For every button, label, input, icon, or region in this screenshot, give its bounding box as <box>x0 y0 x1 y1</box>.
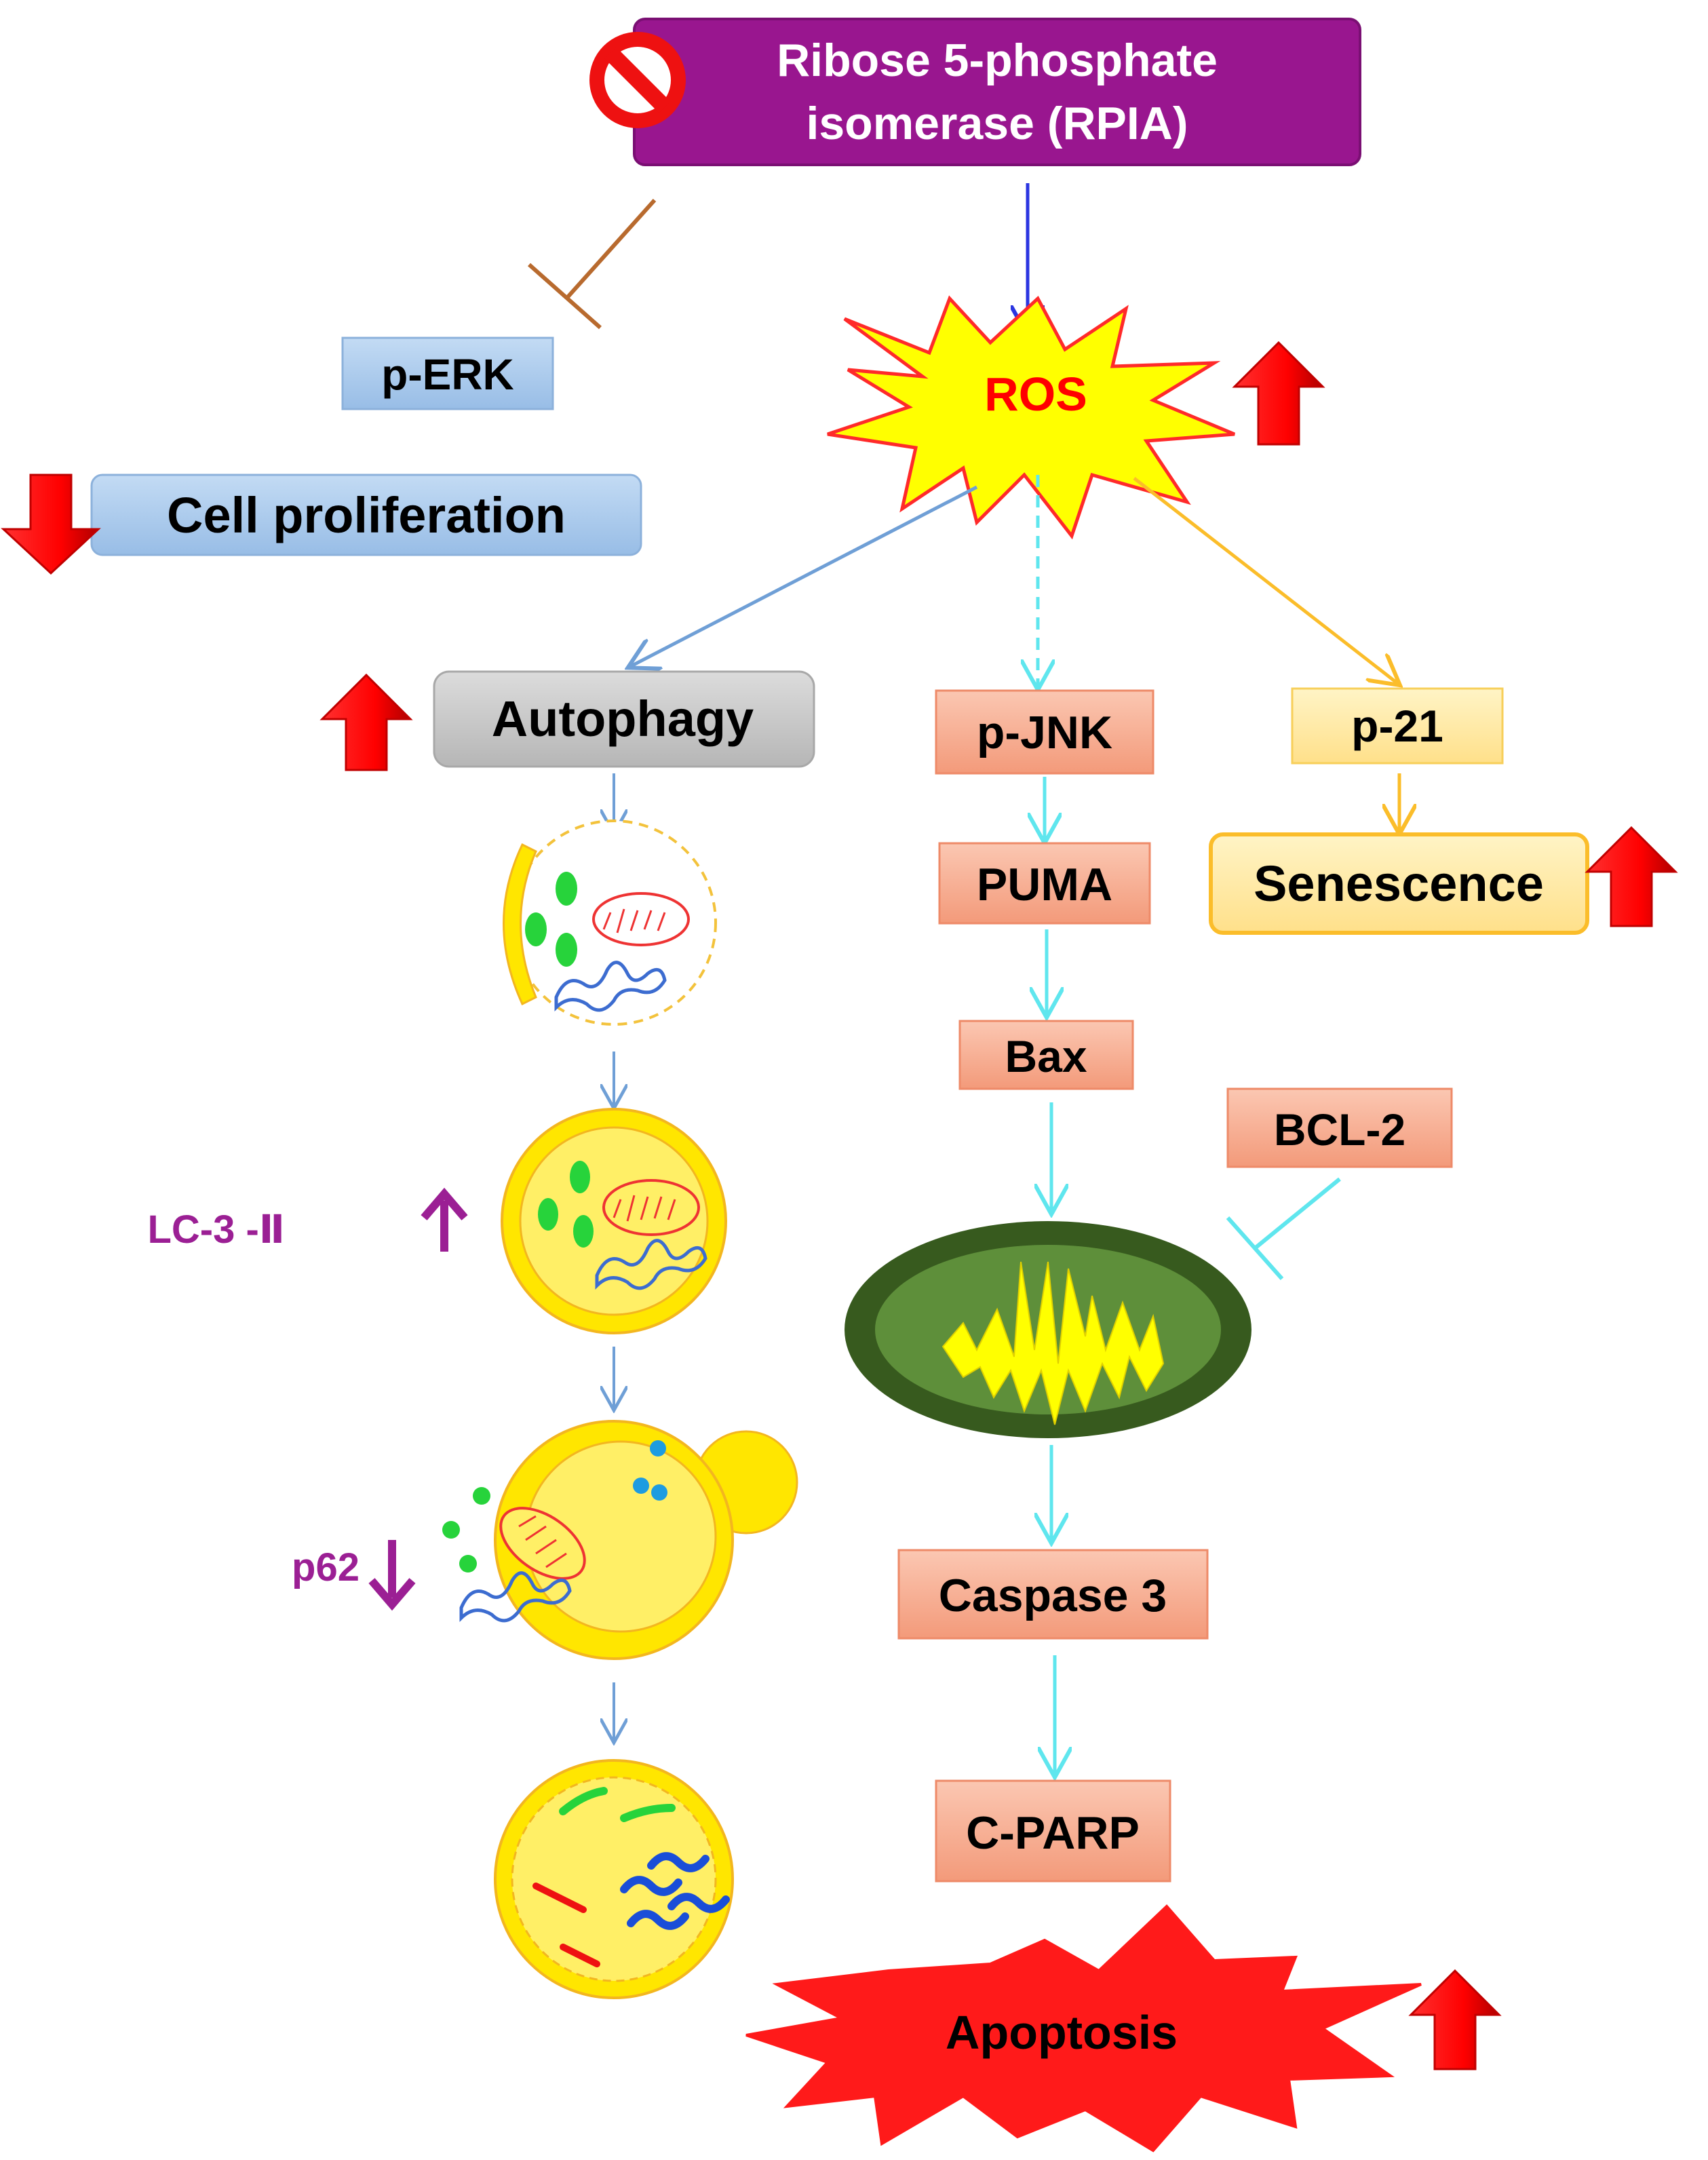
p62-marker-label: p62 <box>292 1545 360 1589</box>
mitochondrion-icon <box>845 1221 1251 1438</box>
rpia-label-line2: isomerase (RPIA) <box>806 98 1188 149</box>
ros-up-arrow-icon <box>1232 341 1325 446</box>
p62-down-arrow-icon <box>368 1540 416 1611</box>
bcl2-label: BCL-2 <box>1274 1104 1405 1155</box>
senescence-label: Senescence <box>1254 855 1544 912</box>
cell-proliferation-down-arrow-icon <box>1 474 101 575</box>
puma-node: PUMA <box>938 842 1151 925</box>
caspase3-box <box>897 1549 1209 1640</box>
caspase3-label: Caspase 3 <box>939 1570 1167 1621</box>
autophagy-node: Autophagy <box>433 670 815 768</box>
bax-label: Bax <box>1005 1031 1087 1081</box>
phagophore-cell-icon <box>503 819 717 1026</box>
senescence-box <box>1209 832 1589 935</box>
ros-starburst <box>827 295 1235 540</box>
rpia-label-line1: Ribose 5-phosphate <box>777 35 1218 86</box>
cparp-box <box>935 1779 1171 1883</box>
apoptosis-label: Apoptosis <box>946 2006 1178 2059</box>
rpia-inhibits-perk <box>528 198 657 330</box>
bcl2-node: BCL-2 <box>1226 1087 1453 1168</box>
perk-label: p-ERK <box>381 350 514 399</box>
pjnk-label: p-JNK <box>977 707 1112 758</box>
ros-label: ROS <box>984 368 1087 421</box>
apoptosis-up-arrow-icon <box>1408 1969 1502 2070</box>
perk-node: p-ERK <box>341 336 554 410</box>
cparp-node: C-PARP <box>935 1779 1171 1883</box>
apoptosis-node: Apoptosis <box>745 1904 1422 2153</box>
pjnk-box <box>935 689 1154 775</box>
autophagosome-cell-icon <box>501 1108 727 1334</box>
apoptosis-starburst <box>745 1904 1422 2153</box>
cell-proliferation-box <box>90 474 642 556</box>
autolysosome-cell-icon <box>442 1420 798 1660</box>
autophagy-box <box>433 670 815 768</box>
cell-proliferation-label: Cell proliferation <box>167 487 566 543</box>
pjnk-node: p-JNK <box>935 689 1154 775</box>
ros-to-autophagy-arrow <box>631 485 978 666</box>
lc3-marker-label: LC-3 -Ⅱ <box>147 1208 285 1252</box>
puma-label: PUMA <box>977 859 1112 910</box>
rpia-node: Ribose 5-phosphate isomerase (RPIA) <box>633 18 1361 166</box>
ros-node: ROS <box>827 295 1235 540</box>
lc3-up-arrow-icon <box>421 1187 468 1252</box>
autophagy-label: Autophagy <box>492 691 754 747</box>
bax-node: Bax <box>958 1020 1134 1090</box>
perk-box <box>341 336 554 410</box>
degradation-cell-icon <box>494 1759 734 1999</box>
cell-proliferation-node: Cell proliferation <box>90 474 642 556</box>
p21-node: p-21 <box>1291 687 1504 765</box>
p21-box <box>1291 687 1504 765</box>
caspase3-node: Caspase 3 <box>897 1549 1209 1640</box>
p21-label: p-21 <box>1351 701 1443 751</box>
puma-box <box>938 842 1151 925</box>
ros-to-p21-arrow <box>1133 477 1397 683</box>
bcl2-box <box>1226 1087 1453 1168</box>
cparp-label: C-PARP <box>966 1807 1140 1859</box>
bax-box <box>958 1020 1134 1090</box>
autophagy-up-arrow-icon <box>319 673 413 771</box>
bcl2-inhibits-mitochondrion <box>1226 1177 1341 1280</box>
senescence-node: Senescence <box>1209 832 1589 935</box>
prohibited-icon <box>589 32 686 128</box>
senescence-up-arrow-icon <box>1585 826 1678 927</box>
